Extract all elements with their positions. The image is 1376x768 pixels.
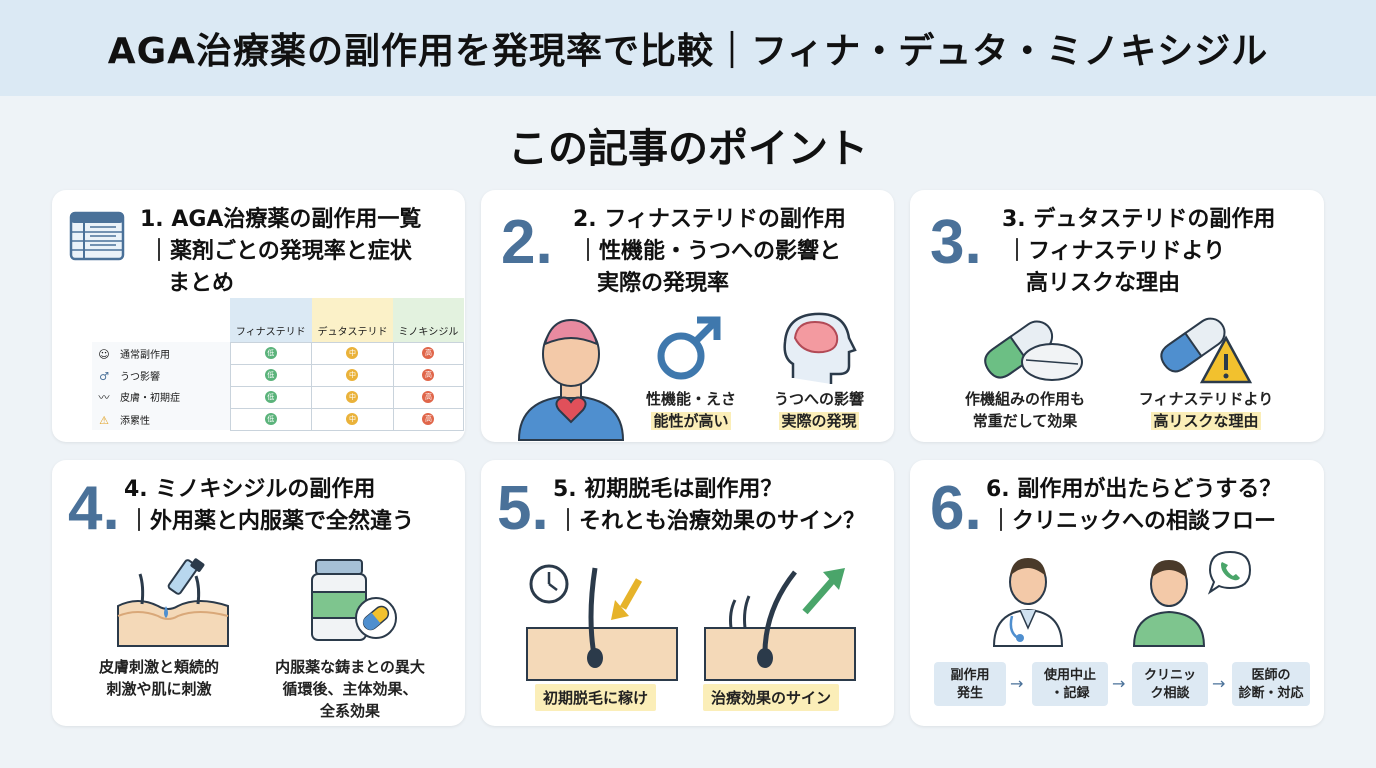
card-2-number: 2. [501,208,553,277]
table-row: 〰皮膚・初期症 低 中 高 [92,385,465,409]
col-header-dutasteride: デュタステリド [311,298,394,342]
rating-low: 低 [264,347,277,359]
head-brain-icon [783,312,857,384]
card-2-caption-b: うつへの影響 実際の発現 [773,390,864,430]
rating-high: 高 [422,369,435,381]
card-2-caption-a: 性機能・えさ 能性が高い [645,390,736,430]
row-label: 皮膚・初期症 [120,393,180,404]
hair-shedding-icon [526,564,678,681]
rating-low: 低 [264,413,277,425]
flow-arrow-icon: → [1212,674,1226,693]
male-symbol-icon [657,316,721,380]
flow-step-2: 使用中止 ・記録 [1032,662,1108,706]
row-label: 通常副作用 [120,349,170,361]
card-3-caption-b: フィナステリドより 高リスクな理由 [1138,390,1274,430]
card-4-caption-a: 皮膚刺激と頬続的 刺激や肌に刺激 [98,658,219,698]
card-4-title-line-2: ｜外用薬と内服薬で全然違う [128,509,415,534]
flow-step-3: クリニッ ク相談 [1132,662,1208,706]
card-1[interactable]: 1. AGA治療薬の副作用一覧 ｜薬剤ごとの発現率と症状 まとめ フィナステリド… [52,190,465,442]
pill-warning-icon [1160,317,1253,384]
hair-growth-icon [704,568,856,681]
rating-mid: 中 [346,413,359,425]
card-3-caption-a: 作機組みの作用も 常重だして効果 [964,390,1085,430]
patient-icon [1132,560,1206,647]
doctor-icon [992,558,1064,647]
table-row: ☺ 通常副作用 低 中 高 [92,341,465,365]
card-2[interactable]: 2. 2. フィナステリドの副作用 ｜性機能・うつへの影響と 実際の発現率 性機… [481,190,894,442]
card-2-title-line-3: 実際の発現率 [597,271,730,296]
table-row: ⚠ 添累性 低 中 高 [92,407,465,431]
card-6-title-line-1: 6. 副作用が出たらどうする？ [986,477,1282,502]
card-4-caption-b: 内服薬な鋳まとの異大 循環後、主体効果、 全系効果 [275,658,425,720]
initial-shedding-tag: 初期脱毛に稼け [535,684,657,711]
row-label: 添累性 [120,415,150,427]
card-6-title-line-2: ｜クリニックへの相談フロー [990,509,1277,534]
section-subtitle: この記事のポイント [508,126,868,172]
card-5[interactable]: 5. 5. 初期脱毛は副作用？ ｜それとも治療効果のサイン？ 初期脱毛に稼け 治… [481,460,894,726]
card-1-title-line-2: ｜薬剤ごとの発現率と症状 [148,239,412,264]
row-label: うつ影響 [120,371,160,383]
card-2-title-line-1: 2. フィナステリドの副作用 [573,207,846,232]
col-header-minoxidil: ミノキシジル [393,298,464,342]
card-4[interactable]: 4. 4. ミノキシジルの副作用 ｜外用薬と内服薬で全然違う 皮膚刺激と頬続的 … [52,460,465,726]
table-icon [69,211,125,261]
treatment-effect-tag: 治療効果のサイン [703,684,840,711]
card-6-number: 6. [930,474,982,543]
rating-low: 低 [264,369,277,381]
col-header-finasteride: フィナステリド [230,298,312,342]
person-brain-heart-icon [517,318,625,441]
flow-step-4: 医師の 診断・対応 [1232,662,1310,706]
rating-mid: 中 [346,369,359,381]
card-4-number: 4. [68,474,120,543]
card-3-title-line-3: 高リスクな理由 [1026,271,1181,296]
card-1-title-line-1: 1. AGA治療薬の副作用一覧 [140,207,422,232]
rating-mid: 中 [346,391,359,403]
warning-icon: ⚠ [99,413,109,427]
table-row: ♂ うつ影響 低 中 高 [92,363,465,387]
rating-high: 高 [422,347,435,359]
card-3-title-line-1: 3. デュタステリドの副作用 [1002,207,1276,232]
phone-chat-icon [1207,550,1252,595]
dropper-skin-icon [117,558,229,647]
header-banner: AGA治療薬の副作用を発現率で比較｜フィナ・デュタ・ミノキシジル [0,0,1376,96]
pill-bottle-icon [311,559,397,641]
card-3-number: 3. [930,208,982,277]
flow-arrow-icon: → [1112,674,1126,693]
card-5-title-line-2: ｜それとも治療効果のサイン？ [557,509,866,534]
pill-tablet-icon [984,320,1083,381]
rating-high: 高 [422,413,435,425]
card-5-title-line-1: 5. 初期脱毛は副作用？ [553,477,783,502]
card-1-title-line-3: まとめ [168,271,235,296]
flow-step-1: 副作用 発生 [934,662,1006,706]
page-title: AGA治療薬の副作用を発現率で比較｜フィナ・デュタ・ミノキシジル [107,31,1269,72]
face-icon: ☺ [98,347,110,361]
card-4-title-line-1: 4. ミノキシジルの副作用 [124,477,376,502]
side-effect-table: フィナステリド デュタステリド ミノキシジル ☺ 通常副作用 低 中 高 ♂ うつ影… [92,298,465,431]
male-symbol-icon: ♂ [99,369,109,383]
card-2-title-line-2: ｜性機能・うつへの影響と [577,239,842,264]
card-3-title-line-2: ｜フィナステリドより [1006,239,1226,264]
hair-icon: 〰 [98,391,110,404]
rating-mid: 中 [346,347,359,359]
card-6[interactable]: 6. 6. 副作用が出たらどうする？ ｜クリニックへの相談フロー 副作用 発生 … [910,460,1324,726]
card-5-number: 5. [497,474,549,543]
rating-high: 高 [422,391,435,403]
flow-arrow-icon: → [1010,674,1024,693]
rating-low: 低 [264,391,277,403]
card-3[interactable]: 3. 3. デュタステリドの副作用 ｜フィナステリドより 高リスクな理由 作機組… [910,190,1324,442]
